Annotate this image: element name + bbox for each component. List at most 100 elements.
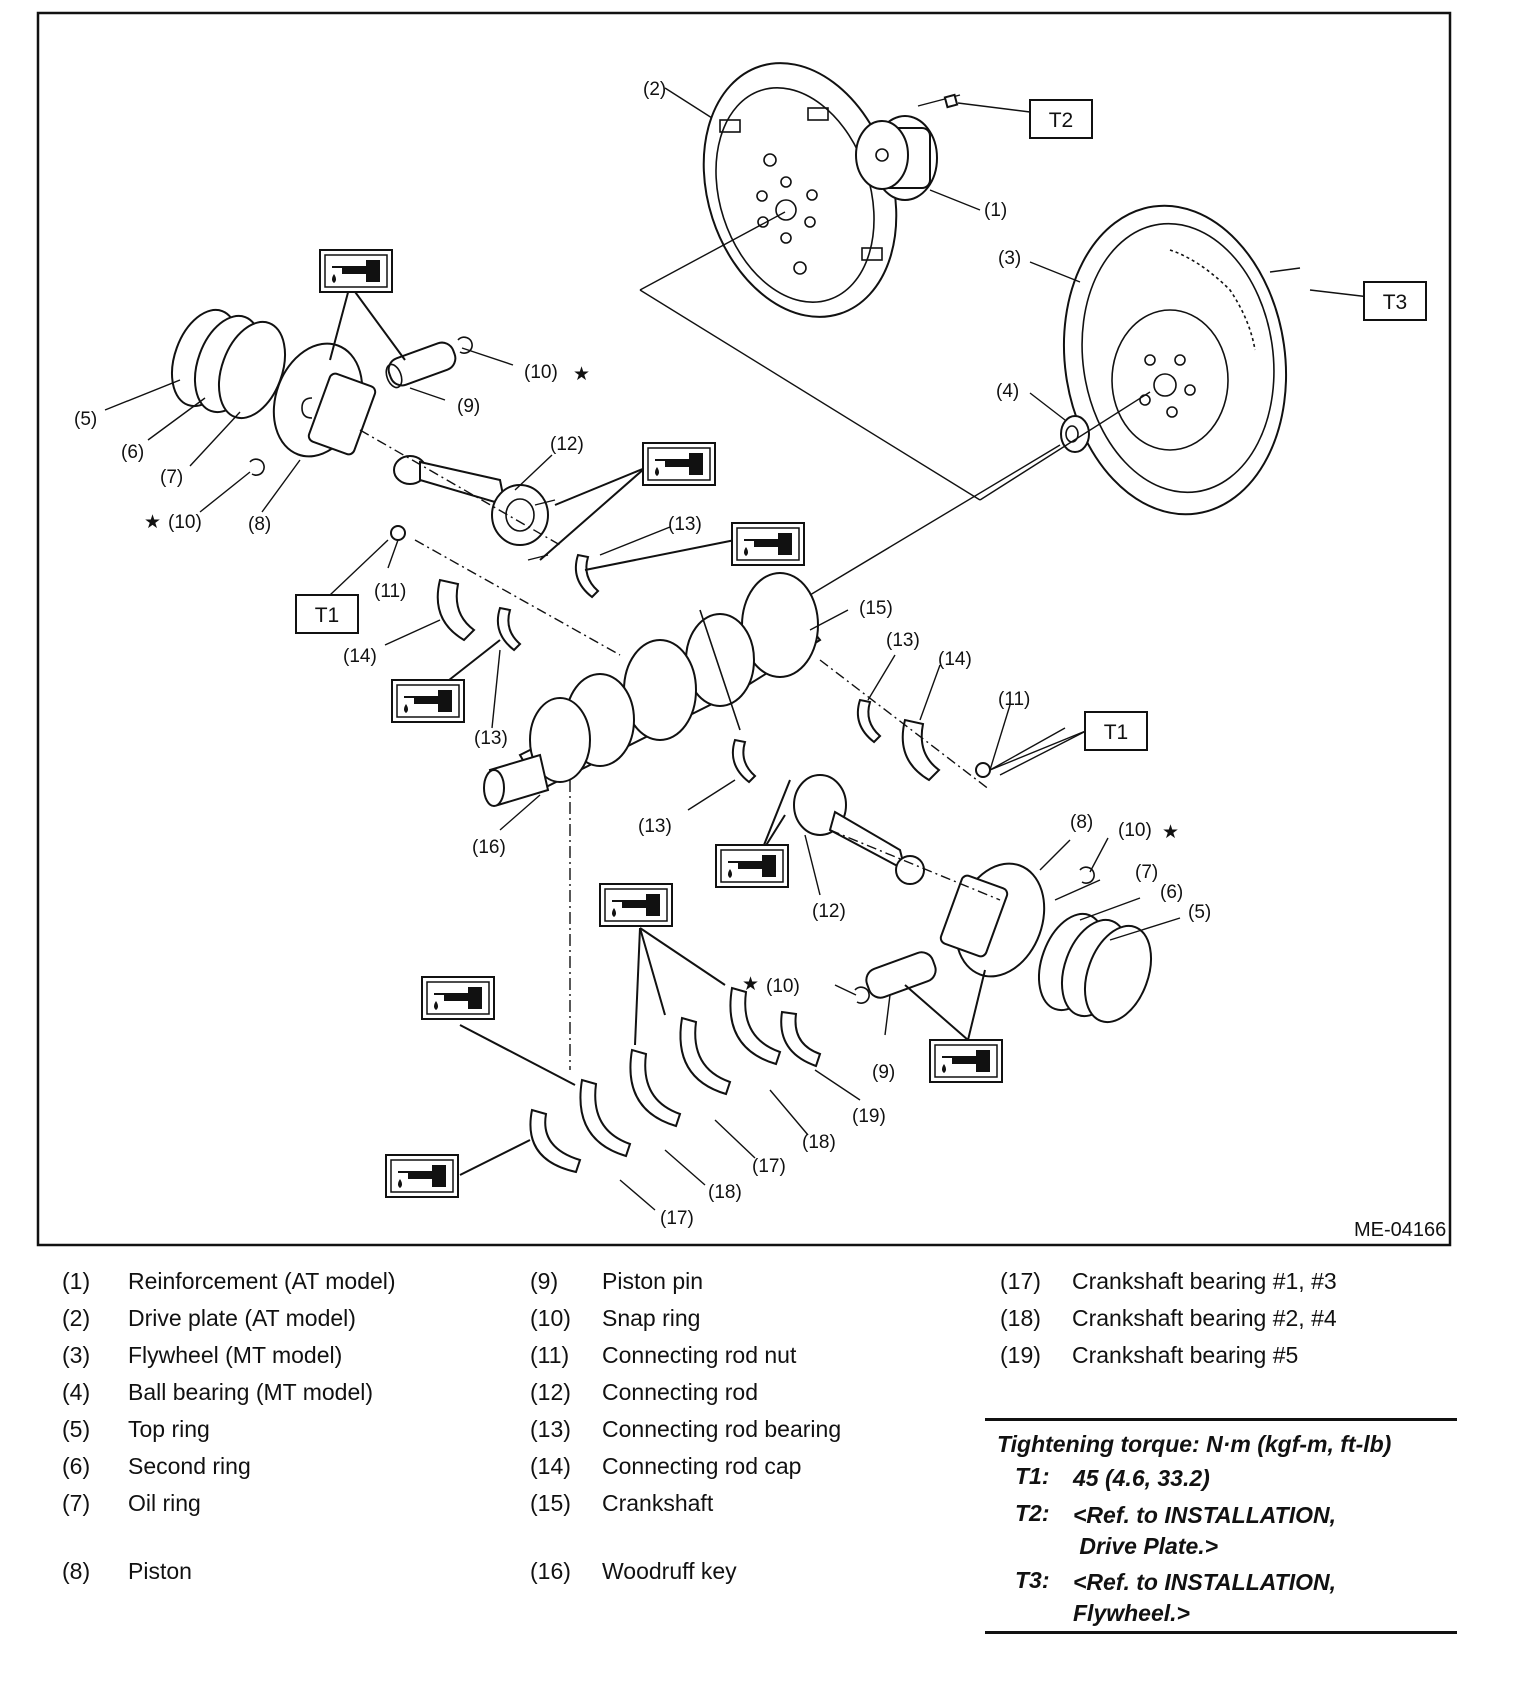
- star-10-left: ★: [144, 512, 161, 533]
- callout-15: (15): [859, 598, 893, 619]
- callout-14-left: (14): [343, 646, 377, 667]
- legend-item-number: (11): [530, 1342, 570, 1368]
- torque-key: T2:: [1015, 1500, 1050, 1526]
- callout-7-left: (7): [160, 467, 183, 488]
- legend-item-label: Woodruff key: [602, 1558, 737, 1584]
- figure-id: ME-04166: [1354, 1219, 1446, 1241]
- exploded-diagram: T2 T3 T1 T1 (2) (1) (3) (4) (5) (6) (7) …: [36, 11, 1452, 1247]
- alignment-lines: [359, 211, 1151, 1070]
- legend-item-label: Connecting rod bearing: [602, 1416, 842, 1442]
- torque-value: <Ref. to INSTALLATION, Drive Plate.>: [1073, 1502, 1336, 1559]
- legend-item-label: Connecting rod: [602, 1379, 758, 1405]
- callout-10-top: (10): [524, 362, 558, 383]
- legend-item-label: Crankshaft bearing #2, #4: [1072, 1305, 1337, 1331]
- callout-9-left: (9): [457, 396, 480, 417]
- piston-rings-right: [1038, 912, 1152, 1024]
- callout-13-right: (13): [886, 630, 920, 651]
- oil-can-icon: [715, 844, 789, 888]
- oil-can-icon: [642, 442, 716, 486]
- callout-8-right: (8): [1070, 812, 1093, 833]
- legend-item-label: Ball bearing (MT model): [128, 1379, 374, 1405]
- oil-can-icon: [421, 976, 495, 1020]
- connecting-rod-left: [393, 455, 556, 561]
- callout-4: (4): [996, 381, 1019, 402]
- legend-item-number: (2): [62, 1305, 91, 1331]
- legend-item-label: Drive plate (AT model): [128, 1305, 356, 1331]
- oil-can-icon: [319, 249, 393, 293]
- callout-13-left: (13): [474, 728, 508, 749]
- torque-key: T3:: [1015, 1567, 1050, 1593]
- legend-item-number: (14): [530, 1453, 571, 1479]
- crankshaft-bearings: [529, 986, 822, 1174]
- torque-box-t3-label: T3: [1383, 291, 1408, 314]
- torque-spec-table: Tightening torque: N·m (kgf-m, ft-lb) T1…: [985, 1418, 1457, 1634]
- legend-item-number: (13): [530, 1416, 571, 1442]
- legend-item-label: Flywheel (MT model): [128, 1342, 343, 1368]
- legend-item-number: (19): [1000, 1342, 1041, 1368]
- piston-pin-right: [854, 866, 1095, 1004]
- drive-plate: [702, 62, 898, 318]
- legend-item-number: (9): [530, 1268, 559, 1294]
- callout-11-left: (11): [374, 581, 406, 602]
- callout-8-left: (8): [248, 514, 271, 535]
- callout-3: (3): [998, 248, 1021, 269]
- legend-item-label: Crankshaft: [602, 1490, 714, 1516]
- legend-item-number: (15): [530, 1490, 571, 1516]
- callout-13-top: (13): [668, 514, 702, 535]
- torque-box-t1-left-label: T1: [315, 604, 340, 627]
- torque-value: 45 (4.6, 33.2): [1073, 1465, 1210, 1491]
- legend-item-label: Top ring: [128, 1416, 210, 1442]
- torque-title: Tightening torque: N·m (kgf-m, ft-lb): [997, 1431, 1392, 1457]
- legend-item-label: Piston pin: [602, 1268, 704, 1294]
- star-10-bottom: ★: [742, 974, 759, 995]
- connecting-rod-nuts: [390, 525, 991, 778]
- callout-10-left: (10): [168, 512, 202, 533]
- snap-ring-left: [249, 336, 473, 476]
- torque-box-t2: T2: [1029, 99, 1093, 139]
- callout-18-bottom: (18): [708, 1182, 742, 1203]
- legend-item-number: (16): [530, 1558, 571, 1584]
- crankshaft: [483, 572, 822, 807]
- legend-item-number: (6): [62, 1453, 91, 1479]
- legend-item-label: Crankshaft bearing #1, #3: [1072, 1268, 1337, 1294]
- legend-item-number: (4): [62, 1379, 91, 1405]
- callout-5-left: (5): [74, 409, 97, 430]
- callout-17-top: (17): [752, 1156, 786, 1177]
- torque-box-t3: T3: [1363, 281, 1427, 321]
- legend-item-label: Second ring: [128, 1453, 251, 1479]
- callout-10-right: (10): [1118, 820, 1152, 841]
- piston-rings-left: [171, 308, 286, 420]
- legend-item-label: Crankshaft bearing #5: [1072, 1342, 1299, 1368]
- oil-can-icon: [731, 522, 805, 566]
- callout-13-bottom: (13): [638, 816, 672, 837]
- callout-14-right: (14): [938, 649, 972, 670]
- callout-6-left: (6): [121, 442, 144, 463]
- callout-12-bottom: (12): [812, 901, 846, 922]
- callout-11-right: (11): [998, 689, 1030, 710]
- torque-value: <Ref. to INSTALLATION, Flywheel.>: [1073, 1569, 1336, 1626]
- flywheel: [1062, 204, 1301, 516]
- legend-item-label: Connecting rod cap: [602, 1453, 802, 1479]
- star-10-right: ★: [1162, 822, 1179, 843]
- legend-item-number: (12): [530, 1379, 571, 1405]
- piston-right: [939, 862, 1046, 978]
- callout-12-top: (12): [550, 434, 584, 455]
- torque-box-t1-left: T1: [295, 594, 359, 634]
- legend-item-number: (7): [62, 1490, 91, 1516]
- legend-item-number: (10): [530, 1305, 571, 1331]
- legend-item-number: (18): [1000, 1305, 1041, 1331]
- legend-item-label: Oil ring: [128, 1490, 201, 1516]
- legend-item-label: Reinforcement (AT model): [128, 1268, 396, 1294]
- torque-box-t2-label: T2: [1049, 109, 1074, 132]
- oil-can-icon: [599, 883, 673, 927]
- legend-item-number: (17): [1000, 1268, 1041, 1294]
- legend-item-number: (8): [62, 1558, 91, 1584]
- callout-7-right: (7): [1135, 862, 1158, 883]
- star-10-top: ★: [573, 364, 590, 385]
- callout-16: (16): [472, 837, 506, 858]
- callout-1: (1): [984, 200, 1007, 221]
- callout-9-right: (9): [872, 1062, 895, 1083]
- callout-6-right: (6): [1160, 882, 1183, 903]
- torque-box-t1-right: T1: [1084, 711, 1148, 751]
- legend-item-label: Connecting rod nut: [602, 1342, 797, 1368]
